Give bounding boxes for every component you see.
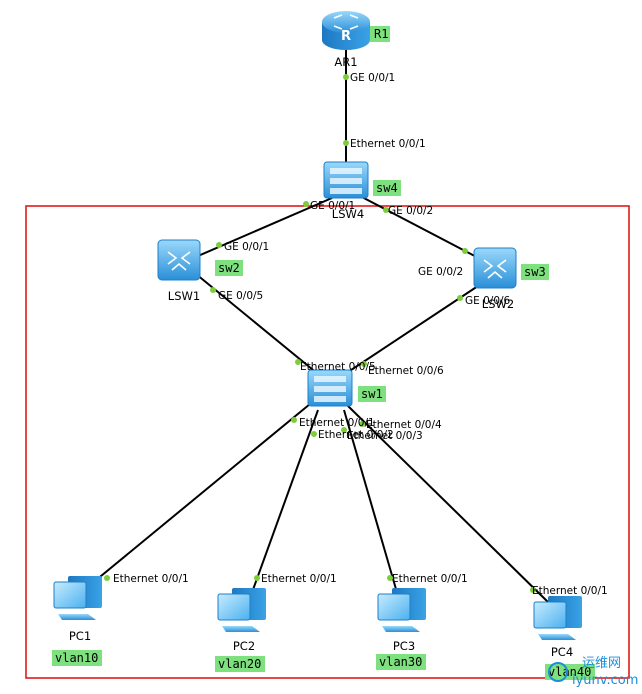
port-label: GE 0/0/1 [224,241,269,253]
device-tag-sw2: sw2 [215,260,243,276]
svg-text:R: R [341,29,351,44]
port-dot [530,587,536,593]
port-label: Ethernet 0/0/1 [113,573,189,585]
link-lsw3-pc3 [343,409,399,597]
port-dot [343,140,349,146]
port-dot [383,207,389,213]
svg-text:vlan30: vlan30 [379,655,422,669]
device-tag-vlan10: vlan10 [52,650,102,666]
watermark-latin: iyunv.com [572,673,638,688]
device-tag-sw1: sw1 [358,386,386,402]
port-label: Ethernet 0/0/1 [261,573,337,585]
link-lsw4-lsw2 [359,195,491,265]
device-name-pc2: PC2 [233,639,255,653]
link-lsw3-pc1 [83,403,311,591]
port-label: Ethernet 0/0/6 [368,365,444,377]
port-label: Ethernet 0/0/1 [299,417,375,429]
port-dot [387,575,393,581]
port-dot [359,421,365,427]
device-name-pc4: PC4 [551,645,573,659]
port-label: Ethernet 0/0/3 [347,430,423,442]
port-label: GE 0/0/6 [465,295,511,307]
pc-icon[interactable] [217,588,266,632]
port-dots [104,74,536,593]
device-tag-vlan40: vlan40 [545,664,595,680]
port-label: GE 0/0/5 [218,290,263,302]
port-label: Ethernet 0/0/1 [392,573,468,585]
link-lsw3-pc2 [249,409,319,599]
port-dot [462,248,468,254]
port-label: GE 0/0/1 [310,200,355,212]
watermark-cn: 运维网 [582,656,621,671]
port-dot [295,359,301,365]
device-tag-r1: R1 [370,26,390,42]
port-dot [254,575,260,581]
port-dot [104,575,110,581]
svg-text:vlan20: vlan20 [218,657,261,671]
device-tag-vlan20: vlan20 [215,656,265,672]
watermark: 运维网 iyunv.com [548,656,638,688]
port-label: Ethernet 0/0/2 [318,429,394,441]
device-name-lsw1: LSW1 [168,289,200,303]
port-label: GE 0/0/2 [418,266,463,278]
pc-icon[interactable] [377,588,426,632]
svg-text:vlan40: vlan40 [548,665,591,679]
port-label: Ethernet 0/0/5 [300,361,376,373]
device-tag-sw3: sw3 [521,264,549,280]
port-dot [343,74,349,80]
switch-stack-icon[interactable] [307,369,353,407]
svg-text:sw1: sw1 [361,387,383,401]
port-dot [216,242,222,248]
red-frame [25,205,630,679]
port-dot [303,201,309,207]
link-lsw1-lsw3 [195,273,319,375]
port-label: GE 0/0/1 [350,72,395,84]
pc-icon[interactable] [53,576,102,620]
port-label: Ethernet 0/0/4 [366,419,442,431]
port-label: Ethernet 0/0/1 [350,138,426,150]
watermark-logo-icon [548,662,568,682]
device-name-lsw2: LSW2 [482,297,514,311]
port-dot [210,287,216,293]
svg-text:sw4: sw4 [376,181,398,195]
device-name-pc3: PC3 [393,639,415,653]
device-name-ar1: AR1 [334,55,357,69]
device-name-pc1: PC1 [69,629,91,643]
pc-icon[interactable] [533,596,582,640]
link-lsw3-pc4 [347,405,551,605]
port-dot [341,427,347,433]
svg-text:sw2: sw2 [218,261,240,275]
switch-icon[interactable] [473,247,517,289]
device-tag-sw4: sw4 [373,180,401,196]
port-dot [457,295,463,301]
switch-icon[interactable] [157,239,201,281]
port-label: GE 0/0/2 [388,205,433,217]
svg-text:R1: R1 [374,27,388,41]
port-dot [361,361,367,367]
port-label: Ethernet 0/0/1 [532,585,608,597]
port-dot [291,417,297,423]
switch-stack-icon[interactable] [323,161,369,199]
device-tag-vlan30: vlan30 [376,654,426,670]
port-dot [311,431,317,437]
router-icon[interactable]: R [322,11,370,50]
svg-text:sw3: sw3 [524,265,546,279]
links [83,50,551,605]
device-name-lsw4: LSW4 [332,207,364,221]
svg-text:vlan10: vlan10 [55,651,98,665]
